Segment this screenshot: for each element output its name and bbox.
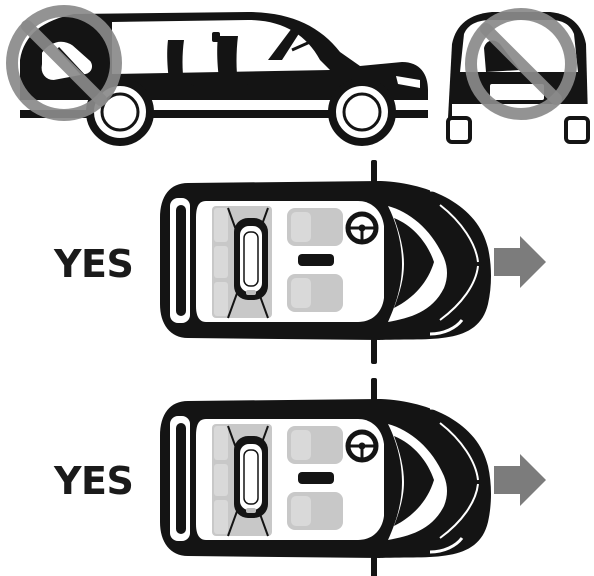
yes-label: YES [53, 459, 133, 503]
arrow-right-icon [494, 454, 546, 506]
arrow-right-icon [494, 236, 546, 288]
yes-label: YES [53, 242, 133, 286]
top-view-car [160, 160, 491, 364]
top-view-car [160, 378, 491, 576]
